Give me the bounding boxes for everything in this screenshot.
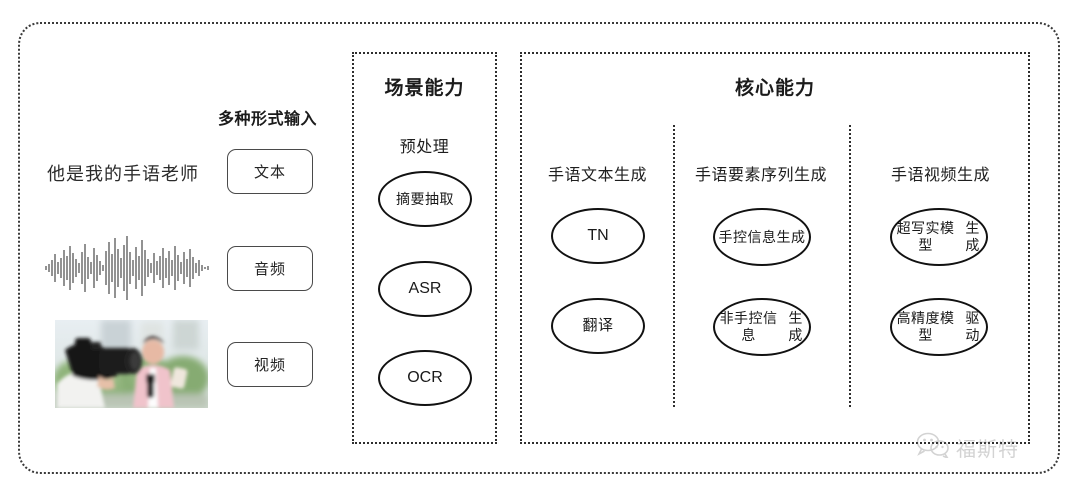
- modality-box-video[interactable]: 视频: [227, 342, 313, 387]
- core-node-manual-info-line2: 生成: [776, 228, 806, 245]
- scene-capability-panel: 场景能力 预处理 摘要抽取 ASR OCR: [352, 52, 497, 444]
- core-node-translate[interactable]: 翻译: [551, 298, 645, 354]
- core-node-nonmanual-info-line2: 生成: [788, 310, 803, 343]
- core-node-highprecision-model[interactable]: 高精度模型 驱动: [890, 298, 988, 356]
- modality-box-text[interactable]: 文本: [227, 149, 313, 194]
- core-node-highprecision-model-line1: 高精度模型: [896, 310, 955, 343]
- core-column-label-text: 手语文本生成: [547, 167, 647, 184]
- core-capability-panel: 核心能力 手语文本生成 TN 翻译 手语要素序列生成 手控信息 生成 非手控信息…: [520, 52, 1030, 444]
- scene-capability-title: 场景能力: [384, 78, 465, 99]
- core-node-nonmanual-info-line1: 非手控信息: [719, 310, 778, 343]
- scene-node-summary[interactable]: 摘要抽取: [378, 171, 472, 227]
- core-node-nonmanual-info[interactable]: 非手控信息 生成: [713, 298, 811, 356]
- modality-box-audio[interactable]: 音频: [227, 246, 313, 291]
- core-column-label-video: 手语视频生成: [890, 167, 990, 184]
- core-column-label-elements: 手语要素序列生成: [694, 167, 827, 184]
- core-capability-title: 核心能力: [734, 78, 815, 99]
- wechat-logo-icon: [916, 432, 950, 463]
- scene-column-label: 预处理: [399, 139, 450, 156]
- input-section-heading: 多种形式输入: [218, 111, 318, 128]
- core-node-manual-info[interactable]: 手控信息 生成: [713, 208, 811, 266]
- audio-waveform-icon: [44, 232, 212, 304]
- core-node-hyperreal-model-line1: 超写实模型: [896, 220, 955, 253]
- core-column-divider-2: [849, 125, 851, 407]
- core-column-divider-1: [673, 125, 675, 407]
- scene-node-asr[interactable]: ASR: [378, 261, 472, 317]
- core-node-highprecision-model-line2: 驱动: [965, 310, 980, 343]
- core-node-hyperreal-model-line2: 生成: [965, 220, 980, 253]
- sample-sentence-text: 他是我的手语老师: [47, 164, 199, 184]
- core-node-hyperreal-model[interactable]: 超写实模型 生成: [890, 208, 988, 266]
- core-node-tn[interactable]: TN: [551, 208, 645, 264]
- watermark-text: 福斯特: [956, 439, 1019, 461]
- video-thumbnail-icon: [55, 320, 208, 408]
- core-node-manual-info-line1: 手控信息: [718, 228, 777, 245]
- watermark: 福斯特: [916, 432, 1019, 463]
- scene-node-ocr[interactable]: OCR: [378, 350, 472, 406]
